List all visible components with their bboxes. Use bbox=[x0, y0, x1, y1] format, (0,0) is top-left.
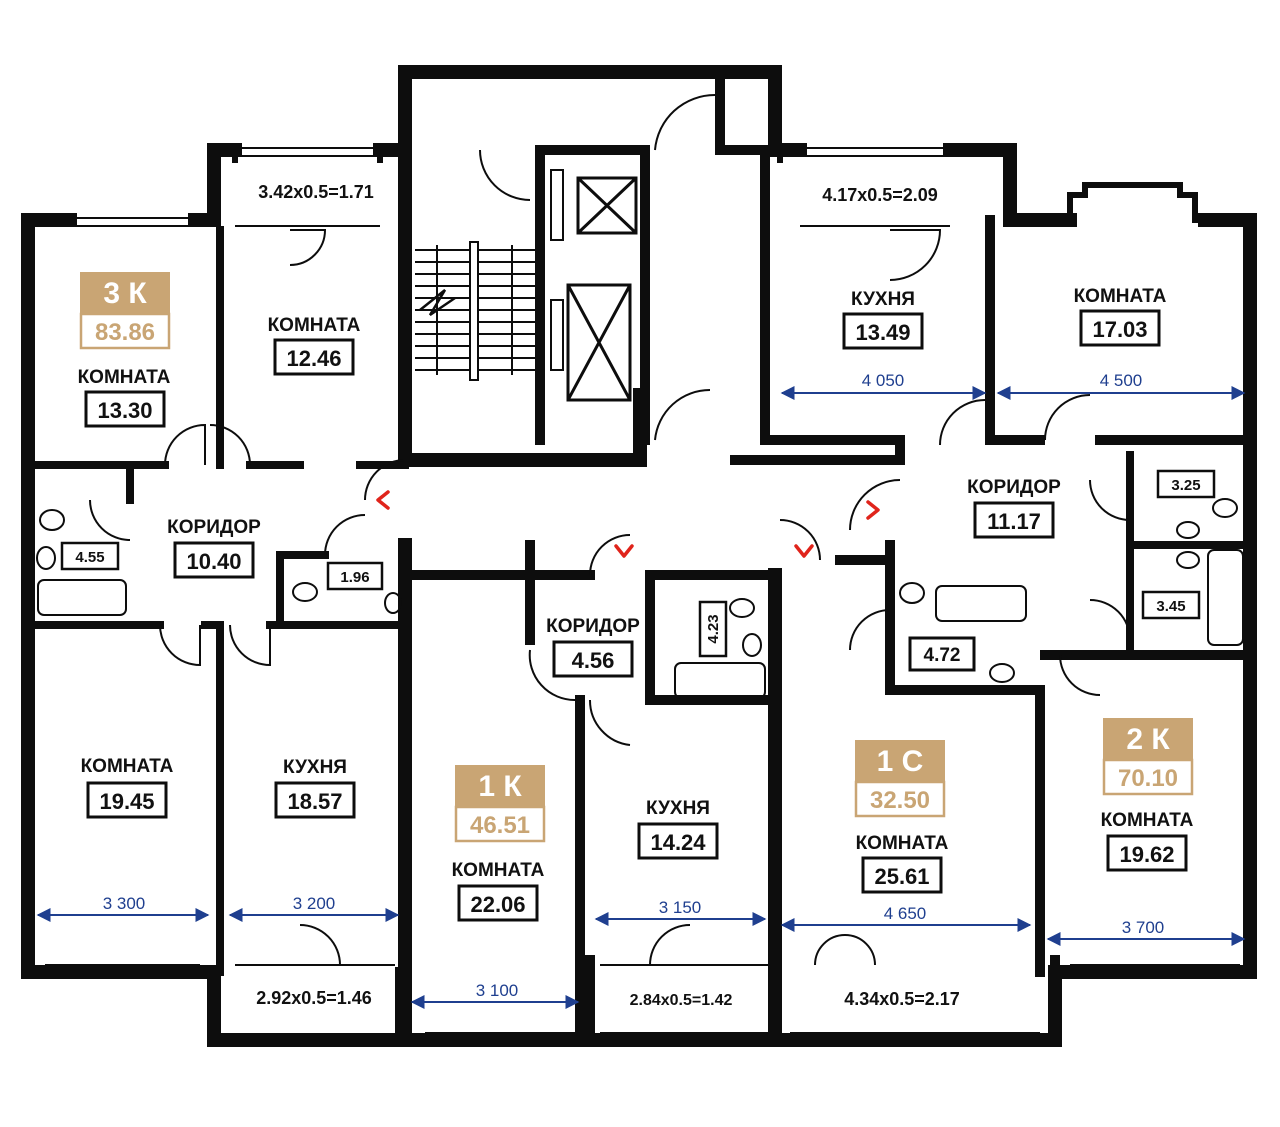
dim-label-5: 4 650 bbox=[884, 904, 927, 923]
dimension-labels: 3 300 3 200 3 100 3 150 4 650 3 700 4 05… bbox=[103, 371, 1165, 1000]
balcony-area: 4.34x0.5=2.17 bbox=[844, 989, 960, 1009]
elevator-shafts bbox=[550, 169, 638, 402]
room-area: 25.61 bbox=[874, 864, 929, 889]
balcony-area: 4.17x0.5=2.09 bbox=[822, 185, 938, 205]
room-area: 22.06 bbox=[470, 892, 525, 917]
dim-label-3: 3 100 bbox=[476, 981, 519, 1000]
room-name: КОМНАТА bbox=[1101, 810, 1194, 831]
room-name: КУХНЯ bbox=[851, 289, 915, 310]
room-name: КОМНАТА bbox=[81, 756, 174, 777]
room-labels: КОМНАТА 13.30 КОМНАТА 12.46 КОРИДОР 10.4… bbox=[78, 286, 1194, 922]
bathroom-area: 4.55 bbox=[75, 549, 104, 566]
apartment-type-1c: 1 С bbox=[877, 745, 924, 778]
apartment-type-2k: 2 К bbox=[1126, 723, 1170, 756]
entrance-marker-3k bbox=[376, 490, 390, 510]
apartment-area-3k: 83.86 bbox=[95, 319, 155, 346]
balcony-area: 3.42x0.5=1.71 bbox=[258, 182, 374, 202]
bathroom-area: 4.72 bbox=[924, 645, 961, 666]
room-area: 19.62 bbox=[1119, 842, 1174, 867]
apartment-badge-1c: 1 С 32.50 bbox=[854, 740, 946, 818]
bathroom-area: 4.23 bbox=[705, 614, 722, 643]
room-name: КУХНЯ bbox=[646, 798, 710, 819]
room-area: 17.03 bbox=[1092, 317, 1147, 342]
room-area: 11.17 bbox=[987, 509, 1041, 534]
room-name: КОРИДОР bbox=[167, 517, 261, 538]
room-area: 14.24 bbox=[650, 830, 706, 855]
room-area: 4.56 bbox=[572, 648, 615, 673]
bathroom-labels: 4.55 1.96 4.23 4.72 3.25 3.45 bbox=[60, 469, 1216, 672]
doors bbox=[89, 93, 1131, 966]
staircase bbox=[415, 241, 535, 381]
dim-label-4: 3 150 bbox=[659, 898, 702, 917]
room-name: КУХНЯ bbox=[283, 757, 347, 778]
apartment-area-1c: 32.50 bbox=[870, 787, 930, 814]
entrance-marker-1k bbox=[614, 544, 634, 558]
dim-label-6: 3 700 bbox=[1122, 918, 1165, 937]
room-area: 10.40 bbox=[186, 549, 241, 574]
dim-label-2: 3 200 bbox=[293, 894, 336, 913]
room-name: КОРИДОР bbox=[967, 477, 1061, 498]
dim-label-8: 4 500 bbox=[1100, 371, 1143, 390]
room-name: КОМНАТА bbox=[856, 833, 949, 854]
room-name: КОМНАТА bbox=[452, 860, 545, 881]
apartment-badge-3k: 3 К 83.86 bbox=[79, 272, 171, 350]
bathroom-fixtures bbox=[36, 498, 1244, 699]
entrance-marker-1c bbox=[794, 544, 814, 558]
balcony-area: 2.84x0.5=1.42 bbox=[630, 992, 733, 1009]
room-name: КОМНАТА bbox=[1074, 286, 1167, 307]
bathroom-area: 3.25 bbox=[1171, 477, 1200, 494]
entrance-marker-2k bbox=[866, 500, 880, 520]
room-area: 13.30 bbox=[97, 398, 152, 423]
room-area: 12.46 bbox=[286, 346, 341, 371]
balcony-labels: 3.42x0.5=1.71 4.17x0.5=2.09 2.92x0.5=1.4… bbox=[256, 182, 960, 1009]
apartment-badge-1k: 1 К 46.51 bbox=[454, 765, 546, 843]
entrance-markers bbox=[376, 490, 880, 558]
bathroom-area: 3.45 bbox=[1156, 598, 1185, 615]
room-area: 18.57 bbox=[287, 789, 342, 814]
apartment-area-1k: 46.51 bbox=[470, 812, 530, 839]
bathroom-area: 1.96 bbox=[340, 569, 369, 586]
apartment-badge-2k: 2 К 70.10 bbox=[1102, 718, 1194, 796]
apartment-type-3k: 3 К bbox=[103, 277, 147, 310]
room-area: 13.49 bbox=[855, 320, 910, 345]
dim-label-1: 3 300 bbox=[103, 894, 146, 913]
walls bbox=[21, 65, 1257, 1047]
apartment-area-2k: 70.10 bbox=[1118, 765, 1178, 792]
apartment-type-1k: 1 К bbox=[478, 770, 522, 803]
room-area: 19.45 bbox=[99, 789, 154, 814]
dim-label-7: 4 050 bbox=[862, 371, 905, 390]
room-name: КОРИДОР bbox=[546, 616, 640, 637]
windows bbox=[45, 147, 1245, 1034]
balcony-area: 2.92x0.5=1.46 bbox=[256, 988, 372, 1008]
room-name: КОМНАТА bbox=[268, 315, 361, 336]
dimension-lines bbox=[36, 386, 1246, 1009]
room-name: КОМНАТА bbox=[78, 367, 171, 388]
